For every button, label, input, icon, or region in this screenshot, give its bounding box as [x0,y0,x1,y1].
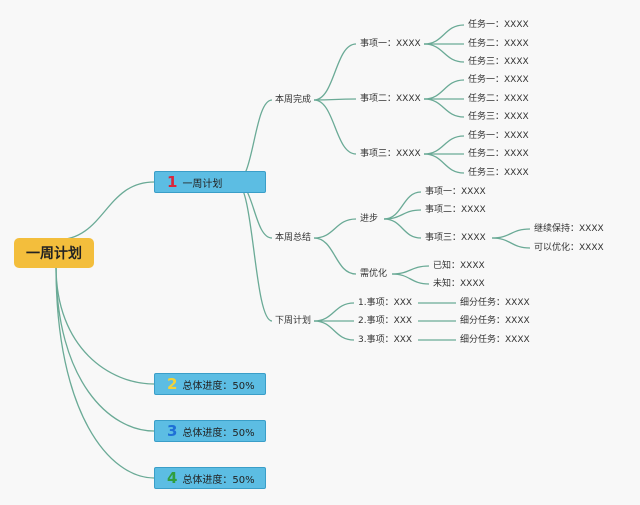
connector-line [423,43,465,63]
node-task[interactable]: 任务三：XXXX [468,57,529,67]
connector-line [313,237,357,275]
branch-progress-3[interactable]: 3 总体进度：50% [154,420,266,442]
node-progress[interactable]: 进步 [360,214,379,224]
connector-line [423,135,465,155]
node-task[interactable]: 任务三：XXXX [468,112,529,122]
connector-line [491,228,531,239]
node-subtask[interactable]: 细分任务：XXXX [460,316,530,326]
branch-progress-4-label: 总体进度：50% [182,474,255,486]
node-next-item-1[interactable]: 1.事项：XXX [358,298,413,308]
node-task[interactable]: 任务三：XXXX [468,168,529,178]
connector-line [313,99,357,155]
node-progress-item-1[interactable]: 事项一：XXXX [425,187,486,197]
node-wc-item-2[interactable]: 事项二：XXXX [360,94,421,104]
node-task[interactable]: 任务一：XXXX [468,75,529,85]
node-task[interactable]: 任务二：XXXX [468,94,529,104]
node-task[interactable]: 任务二：XXXX [468,39,529,49]
node-keep[interactable]: 继续保持：XXXX [534,224,604,234]
node-task[interactable]: 任务一：XXXX [468,20,529,30]
node-progress-item-2[interactable]: 事项二：XXXX [425,205,486,215]
connector-line [423,79,465,100]
connector-line [391,273,430,285]
branch-progress-3-label: 总体进度：50% [182,427,255,439]
node-subtask[interactable]: 细分任务：XXXX [460,335,530,345]
node-subtask[interactable]: 细分任务：XXXX [460,298,530,308]
connector-line [313,218,357,239]
number-1-icon: 1 [167,172,178,191]
node-known[interactable]: 已知：XXXX [433,261,485,271]
number-2-icon: 2 [167,374,178,393]
branch-progress-4[interactable]: 4 总体进度：50% [154,467,266,489]
number-3-icon: 3 [167,421,178,440]
node-task[interactable]: 任务二：XXXX [468,149,529,159]
connector-line [313,320,355,341]
connector-line [55,265,155,479]
connector-line [491,237,531,249]
node-unknown[interactable]: 未知：XXXX [433,279,485,289]
node-needs-improvement[interactable]: 需优化 [360,269,388,279]
node-next-week[interactable]: 下周计划 [275,316,312,326]
branch-progress-2-label: 总体进度：50% [182,380,255,392]
root-node[interactable]: 一周计划 [14,238,94,268]
connector-line [423,153,465,174]
branch-week-plan[interactable]: 1 一周计划 [154,171,266,193]
connector-line [313,302,355,322]
node-progress-item-3[interactable]: 事项三：XXXX [425,233,486,243]
number-4-icon: 4 [167,468,178,487]
connector-line [235,99,273,183]
node-optimize[interactable]: 可以优化：XXXX [534,243,604,253]
node-wc-item-3[interactable]: 事项三：XXXX [360,149,421,159]
root-label: 一周计划 [26,246,82,262]
connector-line [55,265,155,385]
node-next-item-2[interactable]: 2.事项：XXX [358,316,413,326]
connector-line [313,43,357,101]
connector-line [383,218,422,239]
node-week-summary[interactable]: 本周总结 [275,233,312,243]
node-next-item-3[interactable]: 3.事项：XXX [358,335,413,345]
connector-line [55,181,155,241]
connector-line [313,98,357,101]
node-week-complete[interactable]: 本周完成 [275,95,312,105]
connector-line [423,24,465,45]
connector-line [423,98,465,118]
node-wc-item-1[interactable]: 事项一：XXXX [360,39,421,49]
connector-line [391,265,430,275]
connector-line [235,181,273,322]
branch-progress-2[interactable]: 2 总体进度：50% [154,373,266,395]
connector-line [55,265,155,432]
branch-week-plan-label: 一周计划 [182,178,223,190]
node-task[interactable]: 任务一：XXXX [468,131,529,141]
